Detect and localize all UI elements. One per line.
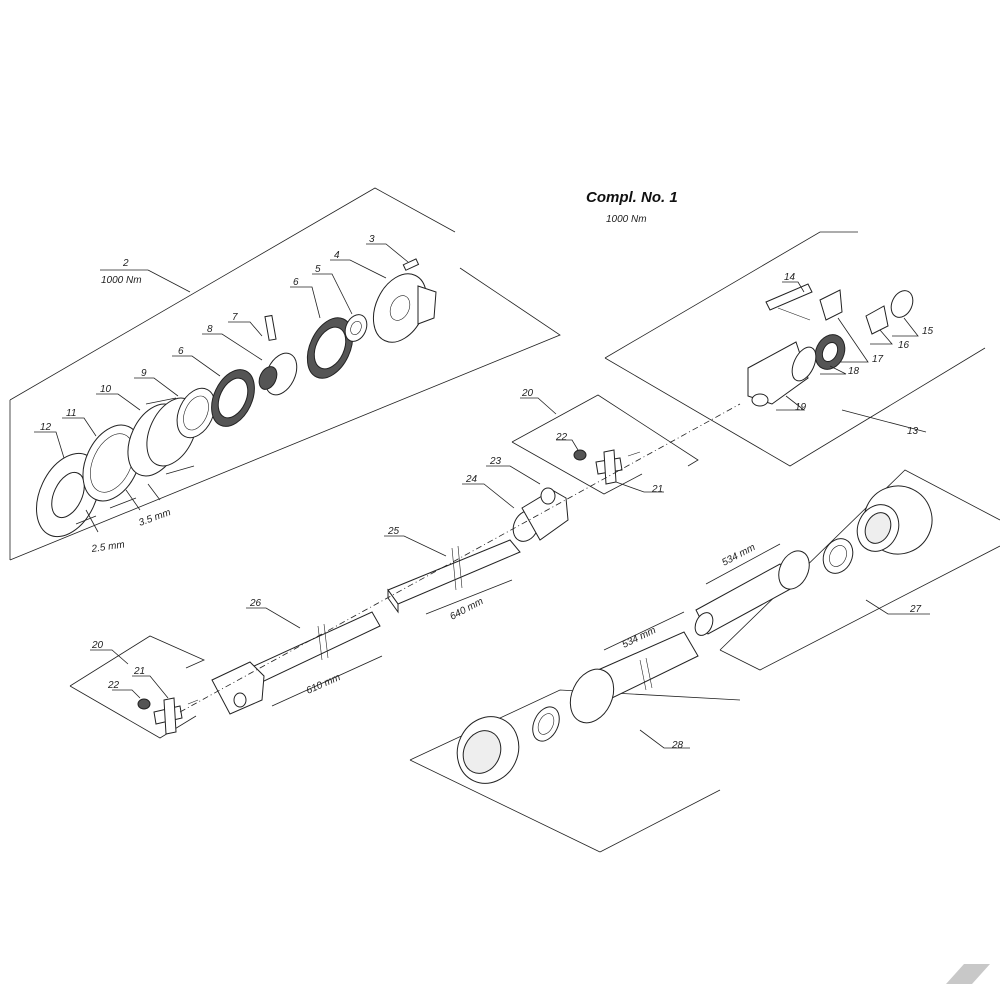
label-part-6-lower: 6 bbox=[178, 346, 184, 357]
label-part-5: 5 bbox=[315, 264, 321, 275]
yoke-assembly-group: 13 14 15 16 17 18 19 bbox=[604, 231, 986, 467]
label-part-2: 2 bbox=[122, 258, 129, 269]
inner-yoke-group: 23 24 bbox=[462, 456, 569, 542]
label-part-27: 27 bbox=[909, 604, 922, 615]
label-part-24: 24 bbox=[465, 474, 478, 485]
label-part-9: 9 bbox=[141, 368, 147, 379]
label-part-15: 15 bbox=[922, 326, 934, 337]
brand-logo-icon bbox=[946, 964, 990, 984]
label-part-22-upper: 22 bbox=[555, 432, 568, 443]
inner-guard-group: 28 534 mm bbox=[409, 611, 741, 853]
label-part-13: 13 bbox=[907, 426, 919, 437]
label-part-22-lower: 22 bbox=[107, 680, 120, 691]
label-part-3: 3 bbox=[369, 234, 375, 245]
label-part-20-lower: 20 bbox=[91, 640, 104, 651]
label-part-26: 26 bbox=[249, 598, 262, 609]
label-part-2-torque: 1000 Nm bbox=[101, 275, 142, 286]
label-part-6-upper: 6 bbox=[293, 277, 299, 288]
cross-kit-lower-group: 20 22 21 bbox=[69, 635, 205, 739]
label-part-7: 7 bbox=[232, 312, 238, 323]
diagram-subtitle: 1000 Nm bbox=[606, 214, 647, 225]
label-part-12: 12 bbox=[40, 422, 52, 433]
label-part-17: 17 bbox=[872, 354, 884, 365]
outer-profile-tube: 26 610 mm bbox=[211, 598, 383, 715]
label-part-25: 25 bbox=[387, 526, 400, 537]
inner-profile-tube: 25 640 mm bbox=[384, 526, 521, 623]
dimension-gap-a: 2.5 mm bbox=[90, 539, 126, 555]
label-part-21-lower: 21 bbox=[133, 666, 145, 677]
label-part-8: 8 bbox=[207, 324, 213, 335]
label-part-19: 19 bbox=[795, 402, 807, 413]
label-part-11: 11 bbox=[66, 408, 76, 419]
label-part-14: 14 bbox=[784, 272, 796, 283]
clutch-assembly-group: 2 1000 Nm bbox=[9, 187, 561, 561]
label-part-20-upper: 20 bbox=[521, 388, 534, 399]
dimension-length-640: 640 mm bbox=[448, 596, 485, 623]
label-part-21-upper: 21 bbox=[651, 484, 663, 495]
shaft-centerline bbox=[179, 403, 741, 713]
label-part-28: 28 bbox=[671, 740, 684, 751]
label-part-4: 4 bbox=[334, 250, 340, 261]
label-part-18: 18 bbox=[848, 366, 860, 377]
label-part-16: 16 bbox=[898, 340, 910, 351]
diagram-title: Compl. No. 1 bbox=[586, 189, 678, 206]
label-part-10: 10 bbox=[100, 384, 112, 395]
dimension-length-610: 610 mm bbox=[305, 672, 342, 697]
label-part-23: 23 bbox=[489, 456, 502, 467]
dimension-length-534-b: 534 mm bbox=[720, 542, 757, 569]
outer-guard-group: 27 534 mm bbox=[694, 469, 1000, 671]
cross-kit-upper-group: 20 22 21 bbox=[511, 388, 699, 495]
dimension-gap-b: 3.5 mm bbox=[137, 507, 172, 529]
